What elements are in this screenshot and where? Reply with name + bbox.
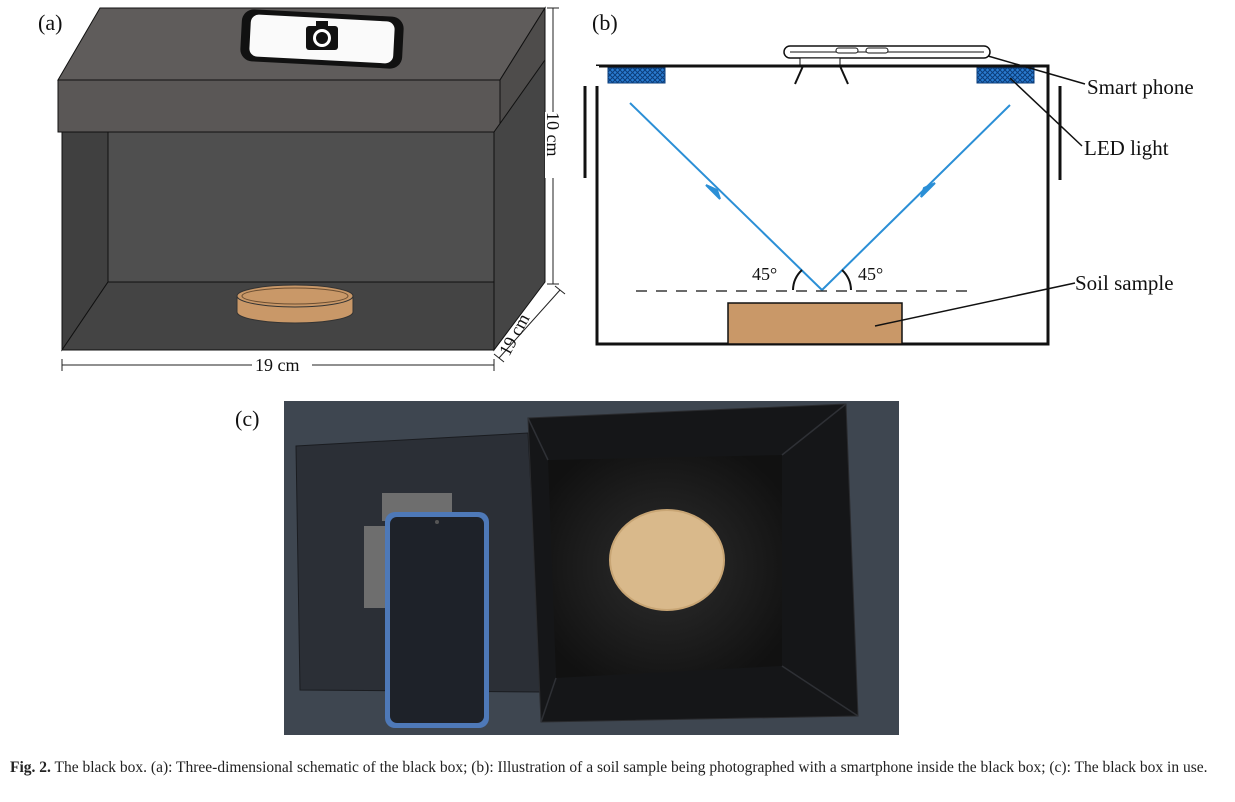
angle-arc-left: [792, 269, 803, 291]
dim-width: 19 cm: [61, 355, 495, 375]
panel-c-label: (c): [235, 406, 259, 431]
soil-sample-block: [727, 302, 903, 345]
dim-height: 10 cm: [543, 7, 563, 285]
lid-front: [57, 79, 501, 133]
foam-pad-left: [364, 526, 388, 608]
box-back-wall: [107, 131, 495, 283]
angle-arc-right: [841, 269, 852, 291]
smartphone-side: [783, 45, 991, 85]
dim-height-label: 10 cm: [543, 112, 563, 157]
panel-a: (a): [38, 6, 566, 375]
panel-a-label: (a): [38, 10, 62, 35]
soil-dish: [236, 284, 354, 324]
box-section-outline: [595, 64, 1050, 346]
box-right-side: [493, 58, 546, 352]
angle-left-label: 45°: [752, 264, 777, 284]
camera-icon: [306, 21, 338, 50]
led-left: [607, 67, 666, 84]
label-soil-sample: Soil sample: [1075, 271, 1174, 295]
caption-fig-label: Fig. 2.: [10, 759, 51, 776]
panel-b-label: (b): [592, 10, 618, 35]
figure-caption: Fig. 2. The black box. (a): Three-dimens…: [10, 757, 1228, 779]
leader-led: [1009, 77, 1083, 147]
phone-screen: [390, 517, 484, 723]
panel-c: (c): [235, 401, 899, 735]
caption-text: The black box. (a): Three-dimensional sc…: [50, 759, 1208, 776]
photo-box-in-use: [284, 401, 899, 735]
leader-phone: [987, 55, 1086, 85]
label-smart-phone: Smart phone: [1087, 75, 1194, 99]
light-rays: [629, 102, 1011, 291]
angle-right-label: 45°: [858, 264, 883, 284]
label-led-light: LED light: [1084, 136, 1169, 160]
led-right: [976, 67, 1035, 84]
soil-disk-photo: [610, 510, 724, 610]
dim-width-label: 19 cm: [255, 355, 300, 375]
panel-b: (b) 45° 4: [583, 10, 1194, 346]
phone-on-lid: [240, 9, 404, 69]
leader-soil: [874, 282, 1076, 327]
